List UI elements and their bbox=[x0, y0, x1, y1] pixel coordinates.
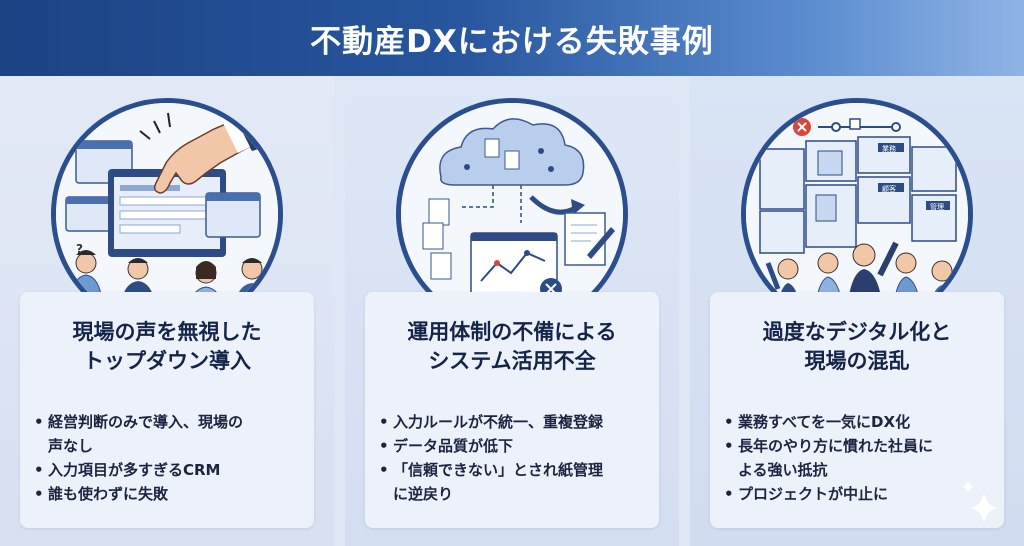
case-1-bullet: 入力項目が多すぎるCRM bbox=[34, 458, 306, 482]
screen-tag-1: 業務 bbox=[882, 144, 896, 153]
pen-icon bbox=[587, 227, 615, 259]
digital-overload-illustration: 業務 顧客 管理 bbox=[746, 103, 968, 325]
screen-tag-2: 顧客 bbox=[882, 184, 896, 193]
topdown-illustration: ? bbox=[56, 103, 278, 325]
case-3-title: 過度なデジタル化と 現場の混乱 bbox=[710, 318, 1004, 376]
sparkle-icon bbox=[962, 480, 998, 524]
screen-tag-3: 管理 bbox=[930, 202, 944, 211]
case-1-title-line2: トップダウン導入 bbox=[83, 349, 251, 373]
svg-text:?: ? bbox=[76, 242, 83, 256]
page-header: 不動産DXにおける失敗事例 bbox=[0, 0, 1024, 76]
page-title: 不動産DXにおける失敗事例 bbox=[310, 23, 714, 60]
case-3-title-line2: 現場の混乱 bbox=[804, 349, 910, 373]
case-1-bullet: 経営判断のみで導入、現場の bbox=[34, 410, 306, 434]
case-2-bullet: 入力ルールが不統一、重複登録 bbox=[379, 410, 651, 434]
case-1-card: 現場の声を無視した トップダウン導入 経営判断のみで導入、現場の 声なし 入力項… bbox=[20, 292, 314, 528]
case-column-1: ? 現場の声を無視した トップダウン導入 経営判断のみで導入、現場の 声なし 入… bbox=[0, 76, 334, 546]
case-1-illustration: ? bbox=[51, 98, 283, 330]
case-3-bullets: 業務すべてを一気にDX化 長年のやり方に慣れた社員に よる強い抵抗 プロジェクト… bbox=[724, 410, 996, 506]
data-chaos-illustration bbox=[401, 103, 623, 325]
case-2-bullet: データ品質が低下 bbox=[379, 434, 651, 458]
case-2-card: 運用体制の不備による システム活用不全 入力ルールが不統一、重複登録 データ品質… bbox=[365, 292, 659, 528]
case-2-illustration bbox=[396, 98, 628, 330]
case-1-title: 現場の声を無視した トップダウン導入 bbox=[20, 318, 314, 376]
case-column-3: 業務 顧客 管理 bbox=[690, 76, 1024, 546]
case-3-bullet: 業務すべてを一気にDX化 bbox=[724, 410, 996, 434]
case-2-title: 運用体制の不備による システム活用不全 bbox=[365, 318, 659, 376]
case-2-bullet: 「信頼できない」とされ紙管理 bbox=[379, 458, 651, 482]
paper-document-icon bbox=[564, 212, 606, 266]
case-3-card: 過度なデジタル化と 現場の混乱 業務すべてを一気にDX化 長年のやり方に慣れた社… bbox=[710, 292, 1004, 528]
case-column-2: 運用体制の不備による システム活用不全 入力ルールが不統一、重複登録 データ品質… bbox=[345, 76, 679, 546]
house-icon bbox=[817, 150, 843, 176]
case-3-bullet-continuation: よる強い抵抗 bbox=[738, 461, 828, 479]
case-3-bullet: プロジェクトが中止に bbox=[724, 482, 996, 506]
case-1-bullets: 経営判断のみで導入、現場の 声なし 入力項目が多すぎるCRM 誰も使わずに失敗 bbox=[34, 410, 306, 506]
document-icon bbox=[422, 198, 452, 280]
case-1-title-line1: 現場の声を無視した bbox=[72, 320, 262, 344]
case-3-bullet: 長年のやり方に慣れた社員に bbox=[724, 434, 996, 458]
case-2-title-line1: 運用体制の不備による bbox=[407, 320, 617, 344]
case-3-title-line1: 過度なデジタル化と bbox=[762, 320, 952, 344]
case-2-bullet-continuation: に逆戻り bbox=[393, 485, 454, 503]
case-2-title-line2: システム活用不全 bbox=[428, 349, 596, 373]
case-1-bullet: 誰も使わずに失敗 bbox=[34, 482, 306, 506]
building-icon bbox=[815, 194, 837, 222]
case-2-bullets: 入力ルールが不統一、重複登録 データ品質が低下 「信頼できない」とされ紙管理 に… bbox=[379, 410, 651, 506]
screen-grid: 業務 顧客 管理 bbox=[759, 136, 957, 254]
case-1-bullet-continuation: 声なし bbox=[48, 437, 94, 455]
